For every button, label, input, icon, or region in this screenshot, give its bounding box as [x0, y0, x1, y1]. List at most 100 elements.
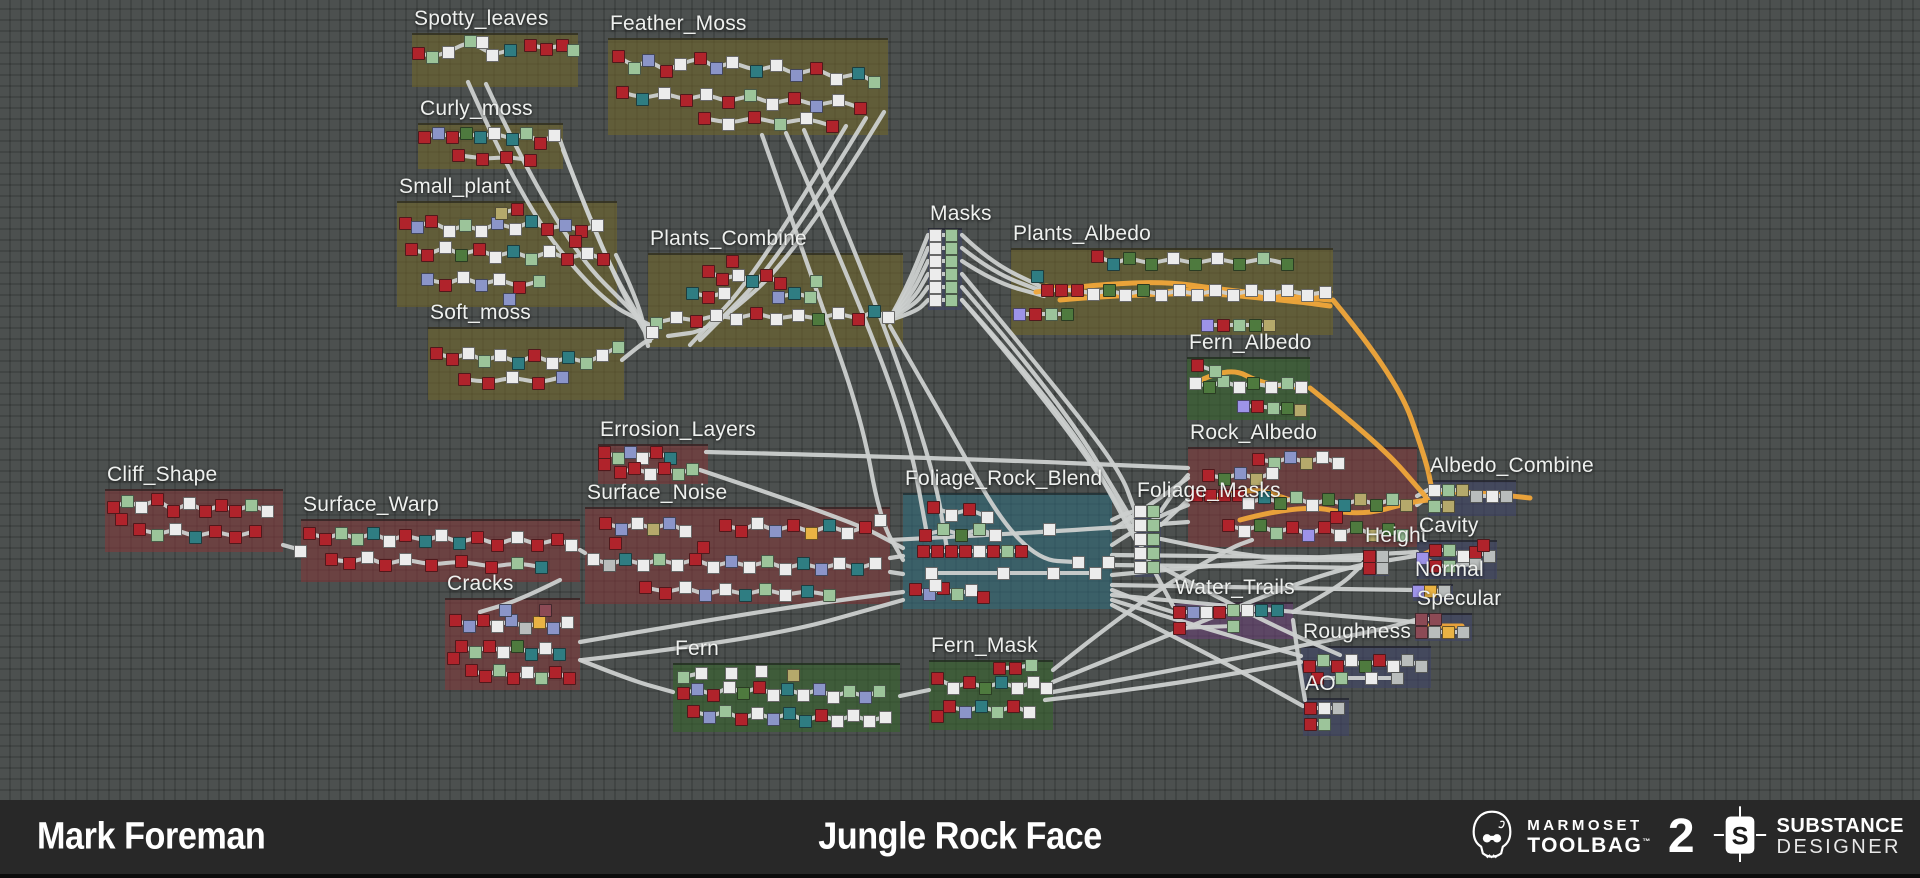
graph-node[interactable]: [1054, 283, 1068, 297]
graph-node[interactable]: [499, 150, 513, 164]
graph-node[interactable]: [611, 451, 625, 465]
graph-node[interactable]: [928, 267, 942, 281]
graph-node[interactable]: [1283, 450, 1297, 464]
graph-node[interactable]: [463, 34, 477, 48]
graph-node[interactable]: [562, 671, 576, 685]
graph-node[interactable]: [1106, 257, 1120, 271]
graph-node[interactable]: [803, 290, 817, 304]
graph-node[interactable]: [1024, 658, 1038, 672]
graph-node[interactable]: [928, 293, 942, 307]
graph-node[interactable]: [602, 558, 616, 572]
graph-node[interactable]: [461, 346, 475, 360]
graph-node[interactable]: [1302, 659, 1316, 673]
graph-node[interactable]: [812, 682, 826, 696]
graph-node[interactable]: [846, 708, 860, 722]
graph-node[interactable]: [1172, 283, 1186, 297]
graph-node[interactable]: [168, 522, 182, 536]
graph-node[interactable]: [722, 680, 736, 694]
graph-node[interactable]: [724, 666, 738, 680]
graph-node[interactable]: [510, 202, 524, 216]
graph-node[interactable]: [1000, 544, 1014, 558]
graph-node[interactable]: [518, 621, 532, 635]
graph-node[interactable]: [454, 554, 468, 568]
graph-node[interactable]: [873, 513, 887, 527]
graph-node[interactable]: [548, 665, 562, 679]
graph-node[interactable]: [686, 704, 700, 718]
graph-node[interactable]: [523, 153, 537, 167]
graph-node[interactable]: [470, 530, 484, 544]
graph-node[interactable]: [438, 240, 452, 254]
graph-node[interactable]: [918, 528, 932, 542]
graph-node[interactable]: [524, 252, 538, 266]
graph-node[interactable]: [690, 682, 704, 696]
graph-node[interactable]: [425, 50, 439, 64]
graph-node[interactable]: [750, 516, 764, 530]
graph-node[interactable]: [1014, 544, 1028, 558]
graph-node[interactable]: [980, 510, 994, 524]
graph-node[interactable]: [996, 566, 1010, 580]
graph-node[interactable]: [1442, 543, 1456, 557]
graph-node[interactable]: [1254, 603, 1268, 617]
graph-node[interactable]: [725, 254, 739, 268]
graph-node[interactable]: [1237, 524, 1251, 538]
graph-node[interactable]: [944, 267, 958, 281]
graph-node[interactable]: [958, 544, 972, 558]
graph-node[interactable]: [1008, 661, 1022, 675]
graph-node[interactable]: [1172, 621, 1186, 635]
graph-node[interactable]: [1334, 671, 1348, 685]
graph-node[interactable]: [1273, 496, 1287, 510]
graph-node[interactable]: [1208, 364, 1222, 378]
graph-node[interactable]: [527, 348, 541, 362]
graph-node[interactable]: [718, 704, 732, 718]
graph-node[interactable]: [1248, 318, 1262, 332]
graph-node[interactable]: [302, 526, 316, 540]
graph-node[interactable]: [1262, 288, 1276, 302]
graph-node[interactable]: [1202, 380, 1216, 394]
graph-node[interactable]: [693, 51, 707, 65]
graph-node[interactable]: [560, 252, 574, 266]
graph-node[interactable]: [1039, 681, 1053, 695]
graph-node[interactable]: [749, 64, 763, 78]
graph-node[interactable]: [962, 675, 976, 689]
graph-node[interactable]: [1262, 318, 1276, 332]
graph-node[interactable]: [1070, 283, 1084, 297]
graph-node[interactable]: [458, 218, 472, 232]
graph-node[interactable]: [930, 671, 944, 685]
graph-node[interactable]: [1101, 555, 1115, 569]
graph-node[interactable]: [512, 280, 526, 294]
graph-node[interactable]: [1122, 251, 1136, 265]
graph-node[interactable]: [1415, 551, 1429, 565]
graph-node[interactable]: [451, 148, 465, 162]
graph-node[interactable]: [318, 532, 332, 546]
graph-node[interactable]: [1071, 555, 1085, 569]
graph-node[interactable]: [646, 522, 660, 536]
graph-node[interactable]: [1385, 492, 1399, 506]
graph-node[interactable]: [1280, 401, 1294, 415]
graph-node[interactable]: [721, 117, 735, 131]
graph-node[interactable]: [990, 705, 1004, 719]
graph-node[interactable]: [1414, 659, 1428, 673]
graph-node[interactable]: [760, 554, 774, 568]
graph-node[interactable]: [1321, 492, 1335, 506]
graph-node[interactable]: [685, 462, 699, 476]
graph-node[interactable]: [1172, 605, 1186, 619]
graph-node[interactable]: [1026, 675, 1040, 689]
graph-node[interactable]: [769, 58, 783, 72]
graph-node[interactable]: [1395, 528, 1409, 542]
graph-node[interactable]: [769, 312, 783, 326]
graph-node[interactable]: [1186, 605, 1200, 619]
graph-node[interactable]: [472, 242, 486, 256]
graph-node[interactable]: [814, 562, 828, 576]
graph-node[interactable]: [410, 220, 424, 234]
graph-node[interactable]: [1253, 518, 1267, 532]
graph-node[interactable]: [729, 312, 743, 326]
graph-node[interactable]: [867, 75, 881, 89]
graph-node[interactable]: [498, 603, 512, 617]
graph-node[interactable]: [636, 558, 650, 572]
graph-node[interactable]: [627, 461, 641, 475]
graph-node[interactable]: [613, 465, 627, 479]
graph-node[interactable]: [988, 528, 1002, 542]
graph-node[interactable]: [1386, 659, 1400, 673]
graph-node[interactable]: [976, 590, 990, 604]
graph-node[interactable]: [1257, 490, 1271, 504]
